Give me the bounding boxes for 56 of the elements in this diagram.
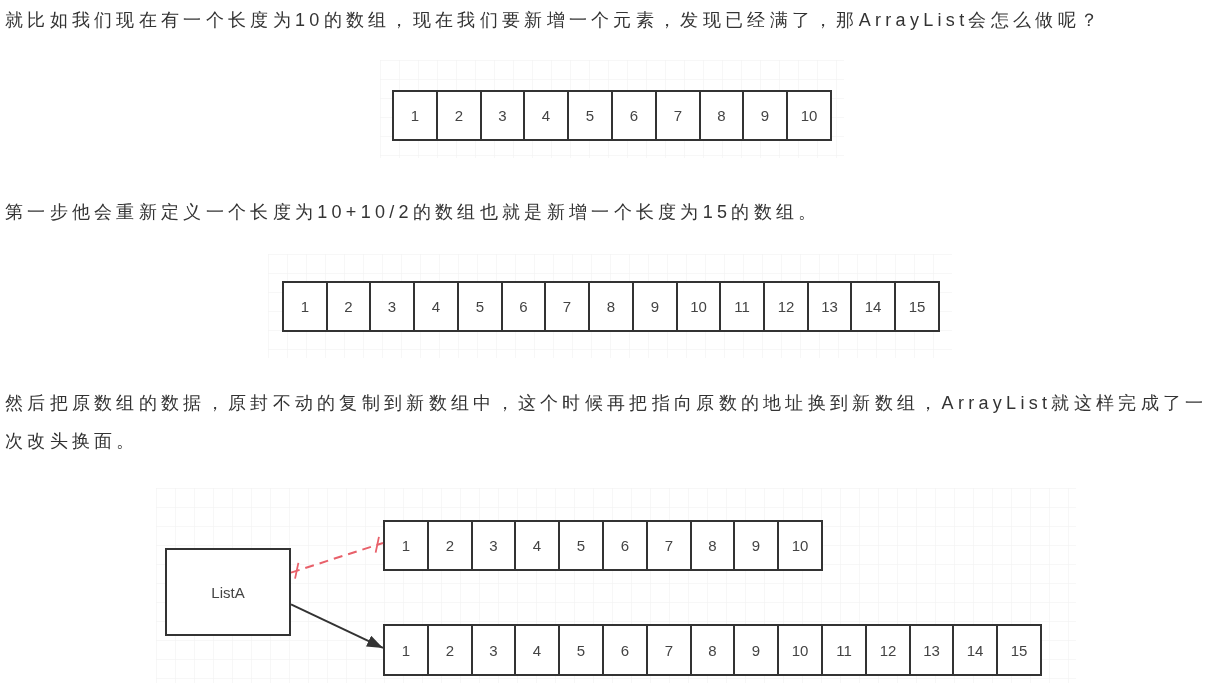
arrow: [290, 603, 384, 649]
array-cell: 13: [807, 281, 852, 332]
array-cell: 5: [567, 90, 613, 141]
array-cell: 7: [646, 624, 692, 676]
array-cell: 13: [909, 624, 954, 676]
array-cell: 3: [480, 90, 525, 141]
array-cell: 4: [514, 520, 560, 571]
array-cell: 15: [894, 281, 940, 332]
array-cell: 14: [952, 624, 998, 676]
paragraph: 就比如我们现在有一个长度为10的数组，现在我们要新增一个元素，发现已经满了，那ArrayList会怎么做呢？: [5, 9, 1104, 32]
dashed-line-with-bars: [290, 536, 384, 580]
array-cell: 7: [544, 281, 590, 332]
array-cell: 5: [558, 624, 604, 676]
array-cell: 7: [646, 520, 692, 571]
array-cell: 6: [602, 520, 648, 571]
array-cell: 8: [699, 90, 744, 141]
array-cell: 2: [427, 624, 473, 676]
array-cell: 6: [602, 624, 648, 676]
array-cell: 10: [777, 520, 823, 571]
array-cell: 8: [690, 520, 735, 571]
array-cell: 9: [733, 624, 779, 676]
array-cell: 9: [733, 520, 779, 571]
array-cell: 1: [282, 281, 328, 332]
array-cell: 5: [457, 281, 503, 332]
array-cell: 3: [471, 520, 516, 571]
array-cell: 6: [611, 90, 657, 141]
array-cell: 8: [588, 281, 634, 332]
array-cell: 2: [427, 520, 473, 571]
array-cell: 15: [996, 624, 1042, 676]
array-cell: 3: [369, 281, 415, 332]
array-cell: 11: [719, 281, 765, 332]
array-cell: 6: [501, 281, 546, 332]
array-cell: 10: [676, 281, 721, 332]
object-box: ListA: [165, 548, 291, 636]
array-cell: 4: [413, 281, 459, 332]
array-cell: 9: [632, 281, 678, 332]
array-cell: 1: [392, 90, 438, 141]
array-cell: 3: [471, 624, 516, 676]
array-cell: 4: [514, 624, 560, 676]
paragraph: 第一步他会重新定义一个长度为10+10/2的数组也就是新增一个长度为15的数组。: [5, 201, 822, 224]
array-cell: 10: [786, 90, 832, 141]
array-cell: 1: [383, 520, 429, 571]
array-cell: 9: [742, 90, 788, 141]
paragraph: 然后把原数组的数据，原封不动的复制到新数组中，这个时候再把指向原数的地址换到新数组，ArrayList就这样完成了一次改头换面。: [5, 392, 1209, 453]
array-cell: 8: [690, 624, 735, 676]
array-cell: 14: [850, 281, 896, 332]
array-cell: 4: [523, 90, 569, 141]
array-cell: 12: [763, 281, 809, 332]
array-cell: 11: [821, 624, 867, 676]
array-cell: 10: [777, 624, 823, 676]
array-cell: 2: [436, 90, 482, 141]
array-cell: 2: [326, 281, 371, 332]
array-cell: 12: [865, 624, 911, 676]
array-cell: 7: [655, 90, 701, 141]
array-cell: 5: [558, 520, 604, 571]
array-cell: 1: [383, 624, 429, 676]
